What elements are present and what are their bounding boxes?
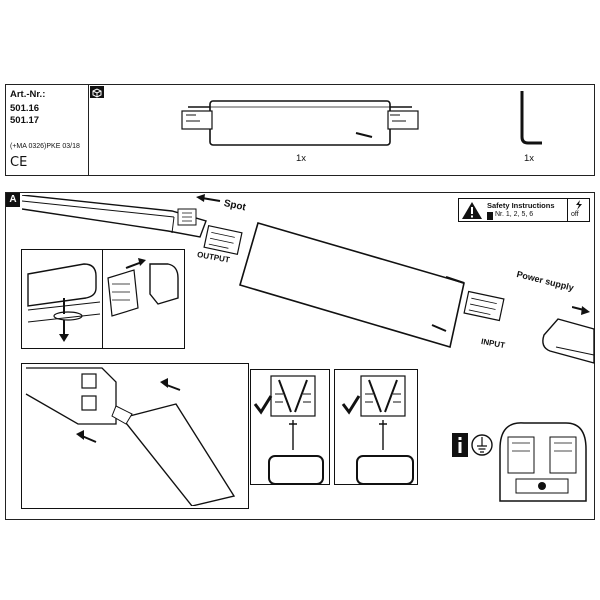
main-connector (203, 222, 505, 349)
connector-qty: 1x (296, 153, 307, 164)
norm-code: (+MA 0326)PKE 03/18 (10, 143, 80, 150)
article-number-2: 501.17 (10, 115, 40, 126)
spot-label: Spot (222, 198, 247, 214)
connect-drawing (25, 367, 236, 506)
ce-mark: CE (10, 155, 28, 170)
allen-key-qty: 1x (524, 153, 535, 164)
endcap-remove (27, 263, 101, 342)
detail-connect (21, 363, 249, 509)
track-power (542, 318, 595, 364)
article-number-1: 501.16 (10, 103, 40, 114)
check-panel-2 (334, 369, 418, 485)
earth-terminal-drawing (499, 422, 587, 502)
allen-key-drawing (520, 91, 542, 145)
off-label: off (571, 211, 579, 218)
connector-drawing (181, 100, 419, 146)
track-spot (22, 195, 207, 238)
check-panel-1 (250, 369, 330, 485)
article-info: Art.-Nr.: 501.16 501.17 (+MA 0326)PKE 03… (6, 85, 89, 175)
earth-icon (471, 434, 493, 456)
manual-icon (487, 212, 493, 220)
parts-panel: Art.-Nr.: 501.16 501.17 (+MA 0326)PKE 03… (5, 84, 595, 176)
safety-ref: Nr. 1, 2, 5, 6 (495, 211, 534, 218)
check-drawing-2 (341, 375, 414, 484)
endcap-insert (107, 258, 179, 317)
info-icon (452, 433, 468, 457)
detail-divider (102, 250, 103, 348)
high-voltage-icon (576, 200, 582, 210)
detail-endcap (21, 249, 185, 349)
arrow-spot (196, 194, 221, 202)
warning-icon (462, 202, 482, 219)
power-off: off (567, 199, 590, 221)
arrow-power (572, 306, 590, 315)
safety-title: Safety Instructions (487, 201, 555, 210)
installation-panel: A Safety Instructions Nr. 1, 2, 5, 6 off… (5, 192, 595, 520)
box-icon (90, 86, 104, 98)
check-drawing-1 (253, 375, 324, 484)
safety-box: Safety Instructions Nr. 1, 2, 5, 6 off (458, 198, 590, 222)
section-label: A (6, 193, 20, 207)
article-label: Art.-Nr.: (10, 89, 46, 100)
